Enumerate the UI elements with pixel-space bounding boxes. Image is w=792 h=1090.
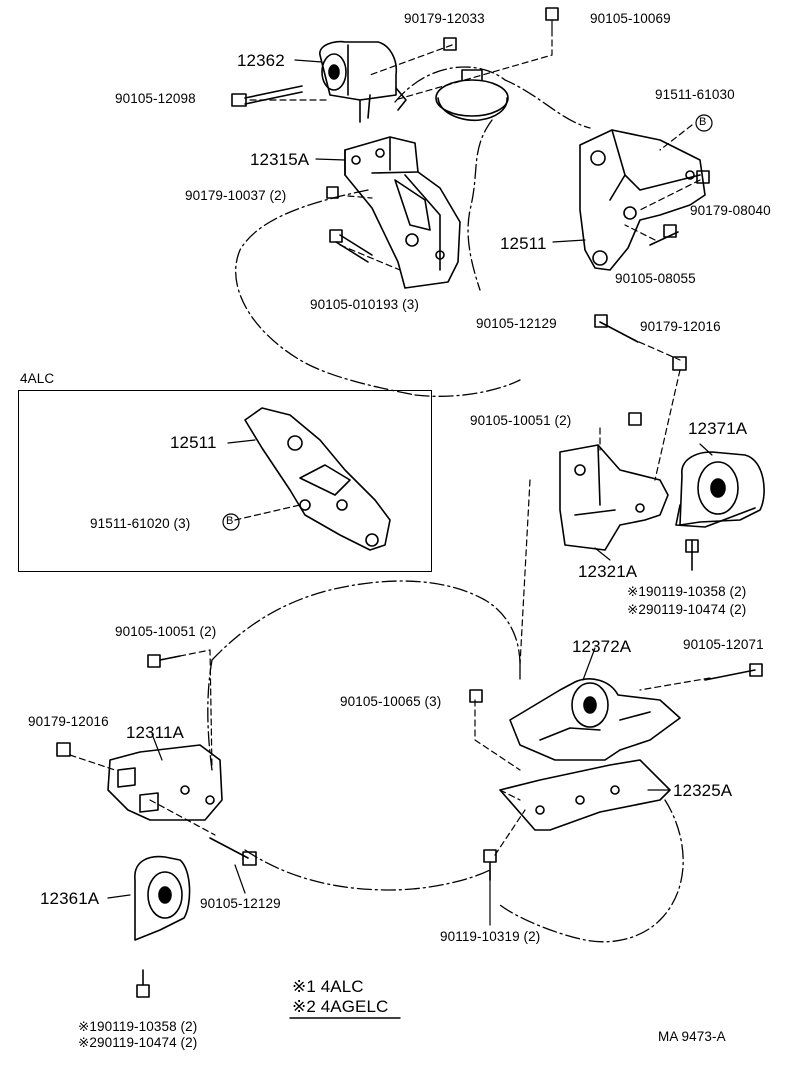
bracket-12321A [559,444,669,551]
fastener-label-90105-08055: 90105-08055 [615,271,696,286]
mount-12372A [509,678,681,761]
fastener-label-90105-10051-right: 90105-10051 (2) [470,413,572,428]
fastener-label-90105-12129-bottom: 90105-12129 [200,896,281,911]
part-label-12511-inset: 12511 [170,433,217,452]
fastener-label-90179-08040: 90179-08040 [690,203,771,218]
part-label-12325A: 12325A [673,781,733,800]
fastener-label-90179-12016-right: 90179-12016 [640,319,721,334]
fastener-label-91511-61030: 91511-61030 [655,87,735,102]
mount-12371A [675,451,765,528]
fastener-label-90105-10051-left: 90105-10051 (2) [115,624,217,639]
fastener-label-90179-10037: 90179-10037 (2) [185,188,287,203]
fastener-label-90179-12033: 90179-12033 [404,11,485,26]
part-label-12372A: 12372A [572,637,632,656]
fastener-label-note2-right: ※290119-10474 (2) [627,602,747,617]
bracket-12315A [344,136,461,289]
diagram-reference: MA 9473-A [658,1029,726,1044]
part-label-12315A: 12315A [250,150,310,169]
inset-4alc-frame [18,390,432,572]
fastener-label-note2-left: ※290119-10474 (2) [78,1035,198,1050]
legend-line-1: ※1 4ALC [292,977,364,996]
filler-cap [435,69,509,122]
fastener-label-note1-right: ※190119-10358 (2) [627,584,747,599]
b-marker-top: B [699,116,707,128]
mount-12362 [319,40,407,123]
bracket-12311A [107,744,223,821]
part-label-12321A: 12321A [578,562,638,581]
fasteners [56,7,763,998]
fastener-label-90105-12098: 90105-12098 [115,91,196,106]
b-marker-inset: B [226,515,234,527]
fastener-label-90105-12071: 90105-12071 [683,637,764,652]
inset-title: 4ALC [20,371,55,386]
mount-12361A [134,855,191,941]
fastener-label-90105-10069: 90105-10069 [590,11,671,26]
part-label-12371A: 12371A [688,419,748,438]
fastener-label-90179-12016-left: 90179-12016 [28,714,109,729]
bracket-12511-top [579,129,706,271]
fastener-label-90105-010193: 90105-010193 (3) [310,297,419,312]
part-label-12361A: 12361A [40,889,100,908]
plate-12325A [499,759,671,831]
part-label-12511-top: 12511 [500,234,547,253]
legend-line-2: ※2 4AGELC [292,997,389,1016]
bracket-12511-inset [244,407,391,551]
fastener-label-note1-left: ※190119-10358 (2) [78,1019,198,1034]
part-label-12311A: 12311A [126,723,184,742]
fastener-label-91511-61020: 91511-61020 (3) [90,516,191,531]
b-markers [222,114,713,531]
fastener-label-90105-12129-top: 90105-12129 [476,316,557,331]
fastener-label-90105-10065: 90105-10065 (3) [340,694,442,709]
fastener-label-90119-10319: 90119-10319 (2) [440,929,541,944]
part-label-12362: 12362 [237,51,285,70]
